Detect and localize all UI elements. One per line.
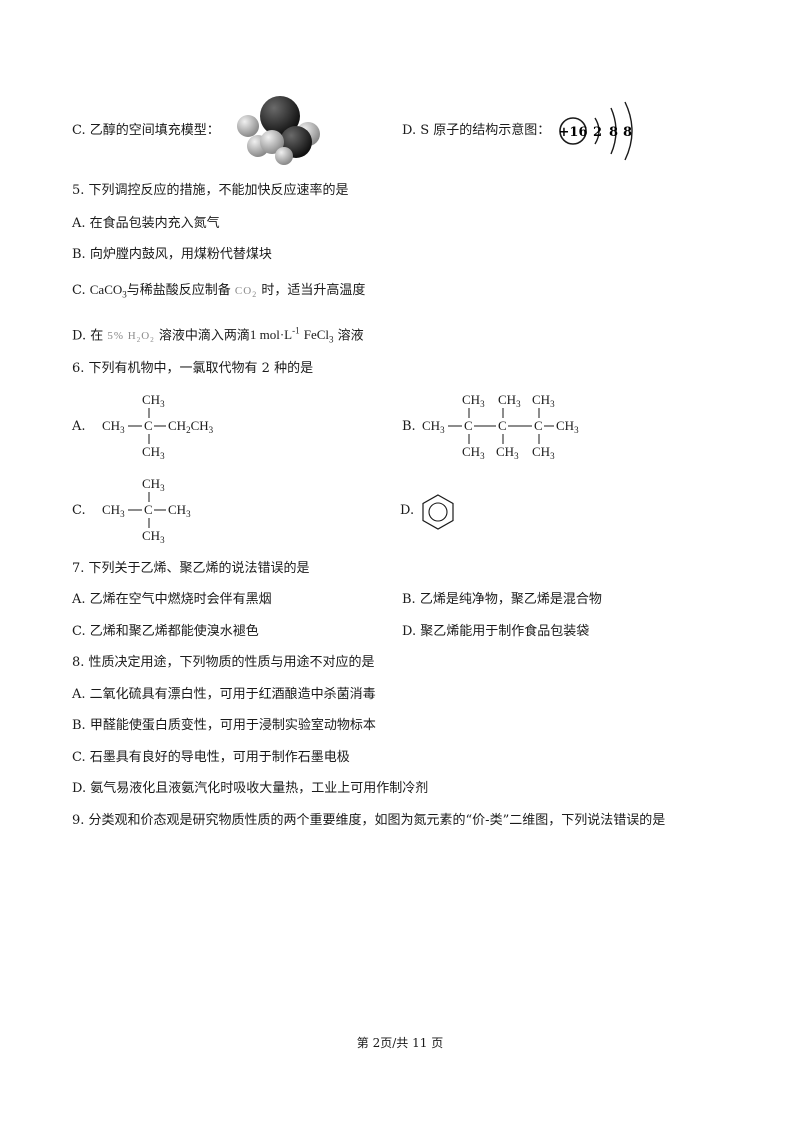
q7-stem: 7. 下列关于乙烯、聚乙烯的说法错误的是 [72, 561, 310, 576]
page-number-footer: 第 2页/共 11 页 [356, 1036, 444, 1050]
q5-option-c-mid: 与稀盐酸反应制备 [126, 283, 231, 298]
svg-text:CH3: CH3 [142, 528, 165, 545]
svg-text:CH3: CH3 [556, 418, 579, 435]
ch3-left: CH3 [102, 418, 125, 435]
q8-option-d: D. 氨气易液化且液氨汽化时吸收大量热，工业上可用作制冷剂 [72, 781, 429, 796]
q5-option-a: A. 在食品包装内充入氮气 [72, 216, 220, 231]
q6-option-d-label: D. [400, 503, 415, 518]
svg-text:CH3: CH3 [168, 502, 191, 519]
q8-stem: 8. 性质决定用途，下列物质的性质与用途不对应的是 [72, 655, 375, 670]
q5-option-d: D. 在 5% H2O2 溶液中滴入两滴1 mol·L-1 FeCl3 溶液 [72, 322, 364, 350]
q5-option-c-prefix: C. [72, 283, 86, 298]
ethanol-space-filling-model [232, 94, 328, 166]
q7-option-a: A. 乙烯在空气中燃烧时会伴有黑烟 [72, 592, 272, 607]
q6-option-c-label: C. [72, 503, 86, 518]
q6-structure-b: CH3 CH3 CH3 CH3 C C C CH3 CH3 CH3 CH3 [420, 390, 590, 462]
q8-option-b: B. 甲醛能使蛋白质变性，可用于浸制实验室动物标本 [72, 718, 376, 733]
svg-text:CH3: CH3 [532, 444, 555, 461]
svg-text:C: C [144, 502, 153, 517]
svg-text:CH3: CH3 [532, 392, 555, 409]
ch2ch3: CH2CH3 [168, 418, 214, 435]
co2-formula: CO2 [234, 285, 258, 300]
q6-stem: 6. 下列有机物中，一氯取代物有 2 种的是 [72, 361, 314, 376]
fecl3-formula: FeCl3 [303, 327, 334, 345]
sulfur-shell-2: 8 [609, 125, 618, 140]
q8-option-c: C. 石墨具有良好的导电性，可用于制作石墨电极 [72, 750, 350, 765]
q4-option-d-label: D. S 原子的结构示意图： [402, 123, 551, 138]
central-carbon: C [144, 418, 153, 433]
q6-structure-a: CH3 CH3 C CH2CH3 CH3 [100, 390, 250, 462]
svg-text:CH3: CH3 [462, 392, 485, 409]
sulfur-shell-3: 8 [623, 125, 632, 140]
svg-text:CH3: CH3 [498, 392, 521, 409]
svg-text:CH3: CH3 [142, 476, 165, 493]
q7-option-d: D. 聚乙烯能用于制作食品包装袋 [402, 624, 590, 639]
q5-option-c: C. CaCO3与稀盐酸反应制备 CO2 时，适当升高温度 [72, 281, 365, 304]
sulfur-nucleus-charge: +16 [559, 125, 588, 140]
q9-stem: 9. 分类观和价态观是研究物质性质的两个重要维度，如图为氮元素的“价-类”二维图… [72, 813, 666, 828]
q4-option-c-label: C. 乙醇的空间填充模型： [72, 123, 220, 138]
q6-structure-c: CH3 CH3 C CH3 CH3 [100, 474, 220, 546]
q5-option-c-suffix: 时，适当升高温度 [261, 283, 366, 298]
sulfur-shell-1: 2 [593, 125, 602, 140]
caco3-formula: CaCO3 [89, 282, 127, 300]
concentration: 1 mol·L-1 [249, 326, 300, 343]
ch3-bottom: CH3 [142, 444, 165, 461]
svg-text:C: C [498, 418, 507, 433]
svg-text:C: C [464, 418, 473, 433]
svg-text:C: C [534, 418, 543, 433]
q5-option-d-suffix: 溶液 [337, 328, 364, 344]
q7-option-b: B. 乙烯是纯净物，聚乙烯是混合物 [402, 592, 602, 607]
q6-option-a-label: A. [72, 419, 86, 434]
q5-option-b: B. 向炉膛内鼓风，用煤粉代替煤块 [72, 247, 272, 262]
ch3-top: CH3 [142, 392, 165, 409]
q6-option-b-label: B. [402, 419, 416, 434]
q5-option-d-prefix: D. 在 [72, 328, 104, 344]
sulfur-atom-structure-diagram: +16 2 8 8 [555, 98, 645, 164]
svg-text:CH3: CH3 [496, 444, 519, 461]
q8-option-a: A. 二氧化硫具有漂白性，可用于红酒酿造中杀菌消毒 [72, 687, 376, 702]
svg-text:CH3: CH3 [462, 444, 485, 461]
q5-option-d-mid: 溶液中滴入两滴 [158, 328, 250, 344]
q5-stem: 5. 下列调控反应的措施，不能加快反应速率的是 [72, 183, 349, 198]
q7-option-c: C. 乙烯和聚乙烯都能使溴水褪色 [72, 624, 259, 639]
benzene-ring-icon [418, 492, 458, 532]
h2o2-formula: 5% H2O2 [107, 330, 155, 345]
svg-text:CH3: CH3 [422, 418, 445, 435]
svg-text:CH3: CH3 [102, 502, 125, 519]
